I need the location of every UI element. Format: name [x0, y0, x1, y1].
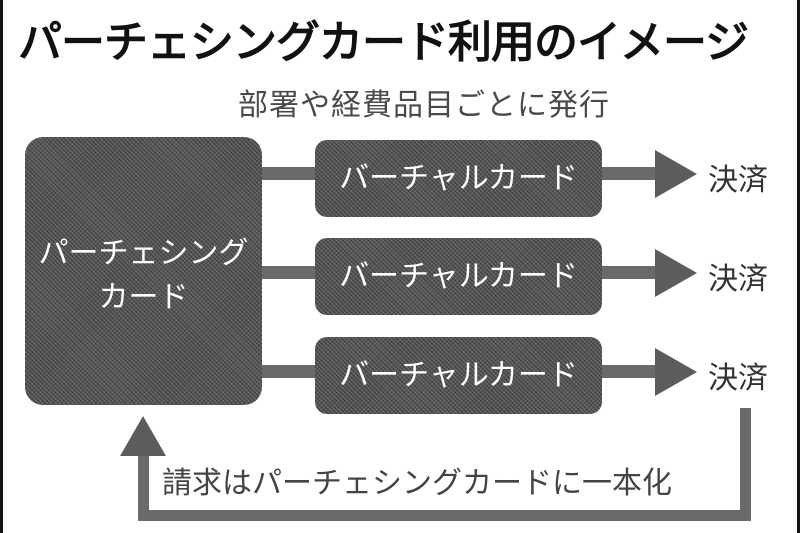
connector-line-3 — [262, 365, 315, 378]
purchasing-card-label-line2: カード — [98, 280, 189, 315]
purchasing-card-box: パーチェシング カード — [25, 137, 262, 405]
connector-line-2 — [262, 266, 315, 279]
virtual-card-box-1: バーチャルカード — [315, 140, 602, 217]
return-flow-label: 請求はパーチェシングカードに一本化 — [162, 466, 672, 501]
arrow-up-icon — [120, 416, 166, 456]
virtual-card-box-2: バーチャルカード — [315, 238, 602, 315]
diagram-subtitle: 部署や経費品目ごとに発行 — [238, 88, 610, 123]
purchasing-card-label: パーチェシング カード — [25, 232, 262, 320]
arrow-shaft-1 — [602, 167, 658, 180]
diagram-title: パーチェシングカード利用のイメージ — [18, 17, 749, 68]
settlement-label-3: 決済 — [708, 361, 768, 396]
virtual-card-box-3: バーチャルカード — [315, 337, 602, 414]
arrow-right-icon-2 — [655, 249, 697, 297]
purchasing-card-label-line1: パーチェシング — [38, 236, 249, 271]
connector-line-1 — [262, 167, 315, 180]
arrow-shaft-3 — [602, 365, 658, 378]
return-line-bottom — [138, 510, 751, 521]
arrow-right-icon-1 — [655, 150, 697, 198]
arrow-shaft-2 — [602, 266, 658, 279]
frame-right-border — [797, 0, 800, 533]
return-line-left — [138, 452, 149, 521]
arrow-right-icon-3 — [655, 348, 697, 396]
settlement-label-1: 決済 — [708, 163, 768, 198]
frame-left-border — [0, 0, 3, 533]
return-line-right — [740, 408, 751, 521]
settlement-label-2: 決済 — [708, 262, 768, 297]
